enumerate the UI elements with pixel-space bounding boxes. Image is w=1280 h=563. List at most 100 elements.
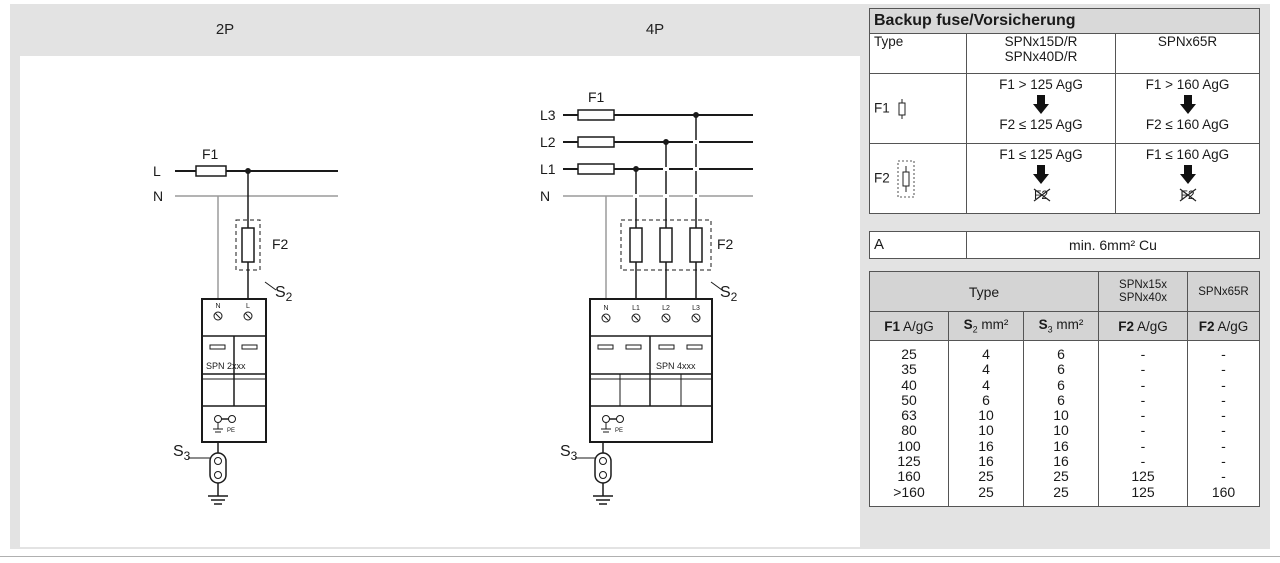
table-cell: 25 <box>901 346 917 362</box>
f1-label-2p: F1 <box>202 146 219 162</box>
s2-label-4p: S2 <box>720 284 738 304</box>
s3-label-2p: S3 <box>173 443 191 463</box>
spd-4p-body <box>589 298 713 443</box>
table-cell: - <box>1140 391 1146 408</box>
f2-label-2p: F2 <box>272 236 289 252</box>
fuse-col2-header: SPNx65R <box>1115 33 1260 74</box>
conductor-a-table: A min. 6mm² Cu <box>869 231 1260 259</box>
table-cell: - <box>1221 468 1226 485</box>
table-cell: - <box>1140 453 1146 470</box>
table-cell: - <box>1140 407 1146 424</box>
table-cell: - <box>1221 361 1226 378</box>
diagram-4p <box>563 109 753 505</box>
l1-label: L1 <box>540 161 556 177</box>
term-l2-4p: L2 <box>662 305 670 312</box>
table-cell: 4 <box>982 361 990 378</box>
f2-row-label: F2 <box>869 143 967 214</box>
type-label: Type <box>869 33 967 74</box>
table-cell: - <box>1221 376 1226 393</box>
table-cell: 6 <box>1057 361 1065 378</box>
s2-label-2p: S2 <box>275 284 293 304</box>
table-cell: 4 <box>982 346 990 362</box>
term-l-2p: L <box>246 303 250 310</box>
page-divider <box>0 556 1280 557</box>
pe-4p: PE <box>615 428 623 434</box>
table-cell: 16 <box>978 437 994 454</box>
a-value: min. 6mm² Cu <box>966 231 1260 259</box>
f2-row-col2: F1 ≤ 160 AgG F2 <box>1115 143 1260 214</box>
f1-fuse-l3 <box>577 109 615 121</box>
down-arrow-icon <box>1033 95 1049 114</box>
table-cell: - <box>1140 346 1146 362</box>
f1-fuse-l1 <box>577 163 615 175</box>
f2-dashed-box <box>235 219 261 271</box>
backup-fuse-title: Backup fuse/Vorsicherung <box>869 8 1260 34</box>
earth-clamp-4p <box>594 452 612 484</box>
table-cell: 100 <box>897 437 921 454</box>
col5-header: SPNx65R <box>1187 271 1260 312</box>
f2-row-col1: F1 ≤ 125 AgG F2 <box>966 143 1116 214</box>
down-arrow-icon <box>1033 165 1049 184</box>
term-n-4p: N <box>603 305 608 312</box>
table-cell: 16 <box>1053 453 1069 470</box>
fuse-dashed-symbol-icon <box>897 160 914 197</box>
earth-clamp-2p <box>209 452 227 484</box>
table-cell: 16 <box>1053 437 1069 454</box>
f1-fuse-l2 <box>577 136 615 148</box>
h-f2-65r: F2 A/gG <box>1187 311 1260 341</box>
down-arrow-icon <box>1179 95 1196 114</box>
down-arrow-icon <box>1179 165 1196 184</box>
h-f2-small: F2 A/gG <box>1098 311 1188 341</box>
col-f2-65r-values: ---------160 <box>1187 340 1260 507</box>
table-cell: 80 <box>901 422 917 439</box>
table-cell: 25 <box>1053 468 1069 485</box>
f1-row-col2: F1 > 160 AgG F2 ≤ 160 AgG <box>1115 73 1260 144</box>
table-cell: 125 <box>897 453 921 470</box>
l2-label: L2 <box>540 134 556 150</box>
n-label-4p: N <box>540 188 550 204</box>
diagram-2p <box>175 165 338 505</box>
n-label-2p: N <box>153 188 163 204</box>
cross-out-icon <box>1033 188 1051 202</box>
table-cell: >160 <box>893 483 925 500</box>
diagram-area: F1 L N F2 S2 S3 N L SPN 2xxx PE <box>20 56 860 547</box>
header-2p: 2P <box>215 21 235 38</box>
table-cell: 25 <box>978 483 994 500</box>
table-cell: - <box>1221 346 1226 362</box>
model-4p: SPN 4xxx <box>656 361 696 371</box>
table-cell: - <box>1221 391 1226 408</box>
table-cell: - <box>1140 422 1146 439</box>
table-cell: - <box>1221 437 1226 454</box>
pe-2p: PE <box>227 428 235 434</box>
f2-dashed-box-4p <box>620 219 712 271</box>
table-cell: 40 <box>901 376 917 393</box>
l-label-2p: L <box>153 163 161 179</box>
table-cell: - <box>1140 376 1146 393</box>
table-cell: - <box>1140 437 1146 454</box>
h-f1: F1 A/gG <box>869 311 949 341</box>
table-cell: - <box>1221 407 1226 424</box>
table-cell: 4 <box>982 376 990 393</box>
fuse-symbol-icon <box>898 98 906 119</box>
table-cell: - <box>1140 361 1146 378</box>
table-cell: 10 <box>1053 422 1069 439</box>
table-cell: 10 <box>978 422 994 439</box>
table-cell: 25 <box>1053 483 1069 500</box>
table-cell: 6 <box>1057 376 1065 393</box>
table-cell: 6 <box>982 391 990 408</box>
model-2p: SPN 2xxx <box>206 361 246 371</box>
table-cell: - <box>1221 422 1226 439</box>
f1-row-label: F1 <box>869 73 967 144</box>
header-4p: 4P <box>645 21 665 38</box>
table-cell: 10 <box>1053 407 1069 424</box>
table-cell: 125 <box>1131 483 1155 500</box>
table-cell: 10 <box>978 407 994 424</box>
f2-label-4p: F2 <box>717 236 734 252</box>
